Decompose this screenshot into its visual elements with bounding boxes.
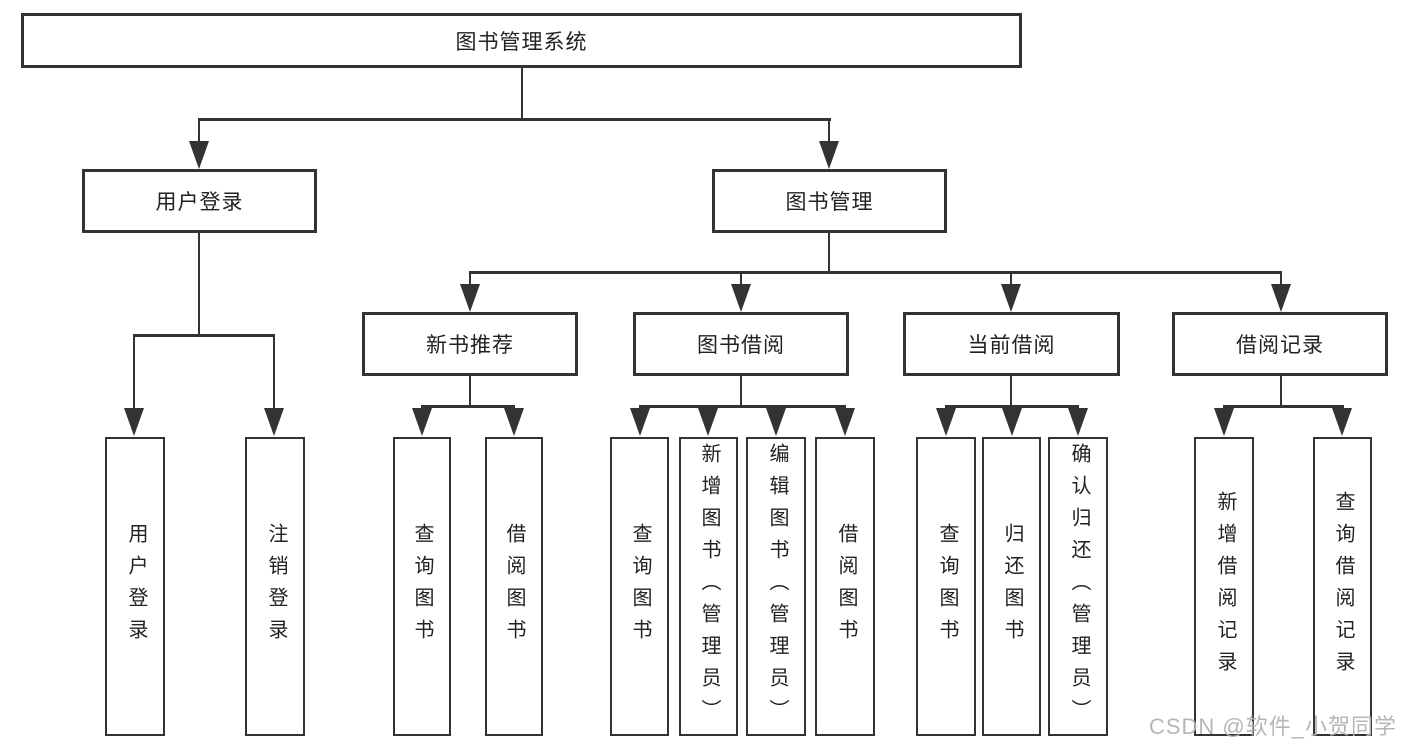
leaf-query-borrow-record: 查询借阅记录	[1313, 437, 1372, 736]
connector-book-borrow-bar	[639, 405, 846, 408]
arrowhead-add-borrow-record	[1214, 408, 1234, 436]
leaf-query-books-2: 查询图书	[610, 437, 669, 736]
leaf-confirm-return-admin: 确认归还（管理员）	[1048, 437, 1108, 736]
leaf-query-books-3: 查询图书	[916, 437, 976, 736]
node-user-login: 用户登录	[82, 169, 317, 233]
watermark: CSDN @软件_小贺同学	[1148, 714, 1397, 739]
leaf-borrow-books-2: 借阅图书	[815, 437, 875, 736]
arrowhead-borrow-books-1	[504, 408, 524, 436]
leaf-query-books-1: 查询图书	[393, 437, 451, 736]
connector-stem-current-borrow	[1010, 271, 1012, 287]
arrowhead-current-borrow	[1001, 284, 1021, 312]
connector-book-management-down	[828, 233, 830, 274]
connector-borrow-records-down	[1280, 376, 1282, 408]
arrowhead-query-books-2	[630, 408, 650, 436]
connector-user-login-bar	[133, 334, 275, 337]
connector-level1-horizontal	[198, 118, 831, 121]
arrowhead-leaf-user-login	[124, 408, 144, 436]
connector-borrow-records-bar	[1223, 405, 1344, 408]
leaf-edit-book-admin: 编辑图书（管理员）	[746, 437, 806, 736]
leaf-borrow-books-1: 借阅图书	[485, 437, 543, 736]
arrowhead-query-books-1	[412, 408, 432, 436]
connector-stem-book-borrow	[740, 271, 742, 287]
connector-user-login-down	[198, 233, 200, 337]
arrowhead-new-book	[460, 284, 480, 312]
arrowhead-edit-book	[766, 408, 786, 436]
connector-stem-leaf-user-login	[133, 334, 135, 412]
node-borrow-records: 借阅记录	[1172, 312, 1388, 376]
arrowhead-query-borrow-record	[1332, 408, 1352, 436]
connector-stem-borrow-records	[1280, 271, 1282, 287]
connector-stem-leaf-logout	[273, 334, 275, 412]
arrowhead-borrow-books-2	[835, 408, 855, 436]
node-root: 图书管理系统	[21, 13, 1022, 68]
node-current-borrow: 当前借阅	[903, 312, 1120, 376]
leaf-logout: 注销登录	[245, 437, 305, 736]
arrowhead-book-borrow	[731, 284, 751, 312]
connector-stem-book-management	[828, 118, 830, 146]
connector-root-down	[521, 66, 523, 120]
arrowhead-user-login	[189, 141, 209, 169]
arrowhead-return-books	[1002, 408, 1022, 436]
connector-current-borrow-bar	[945, 405, 1079, 408]
arrowhead-add-book	[698, 408, 718, 436]
arrowhead-borrow-records	[1271, 284, 1291, 312]
node-new-book-recommend: 新书推荐	[362, 312, 578, 376]
arrowhead-book-management	[819, 141, 839, 169]
connector-stem-new-book	[469, 271, 471, 287]
leaf-return-books: 归还图书	[982, 437, 1041, 736]
leaf-add-book-admin: 新增图书（管理员）	[679, 437, 738, 736]
leaf-user-login: 用户登录	[105, 437, 165, 736]
node-book-borrow: 图书借阅	[633, 312, 849, 376]
leaf-add-borrow-record: 新增借阅记录	[1194, 437, 1254, 736]
connector-new-book-down	[469, 376, 471, 408]
connector-current-borrow-down	[1010, 376, 1012, 408]
arrowhead-leaf-logout	[264, 408, 284, 436]
connector-level3-horizontal	[469, 271, 1282, 274]
connector-new-book-bar	[421, 405, 515, 408]
connector-stem-user-login	[198, 118, 200, 146]
arrowhead-query-books-3	[936, 408, 956, 436]
arrowhead-confirm-return	[1068, 408, 1088, 436]
node-book-management: 图书管理	[712, 169, 947, 233]
connector-book-borrow-down	[740, 376, 742, 408]
